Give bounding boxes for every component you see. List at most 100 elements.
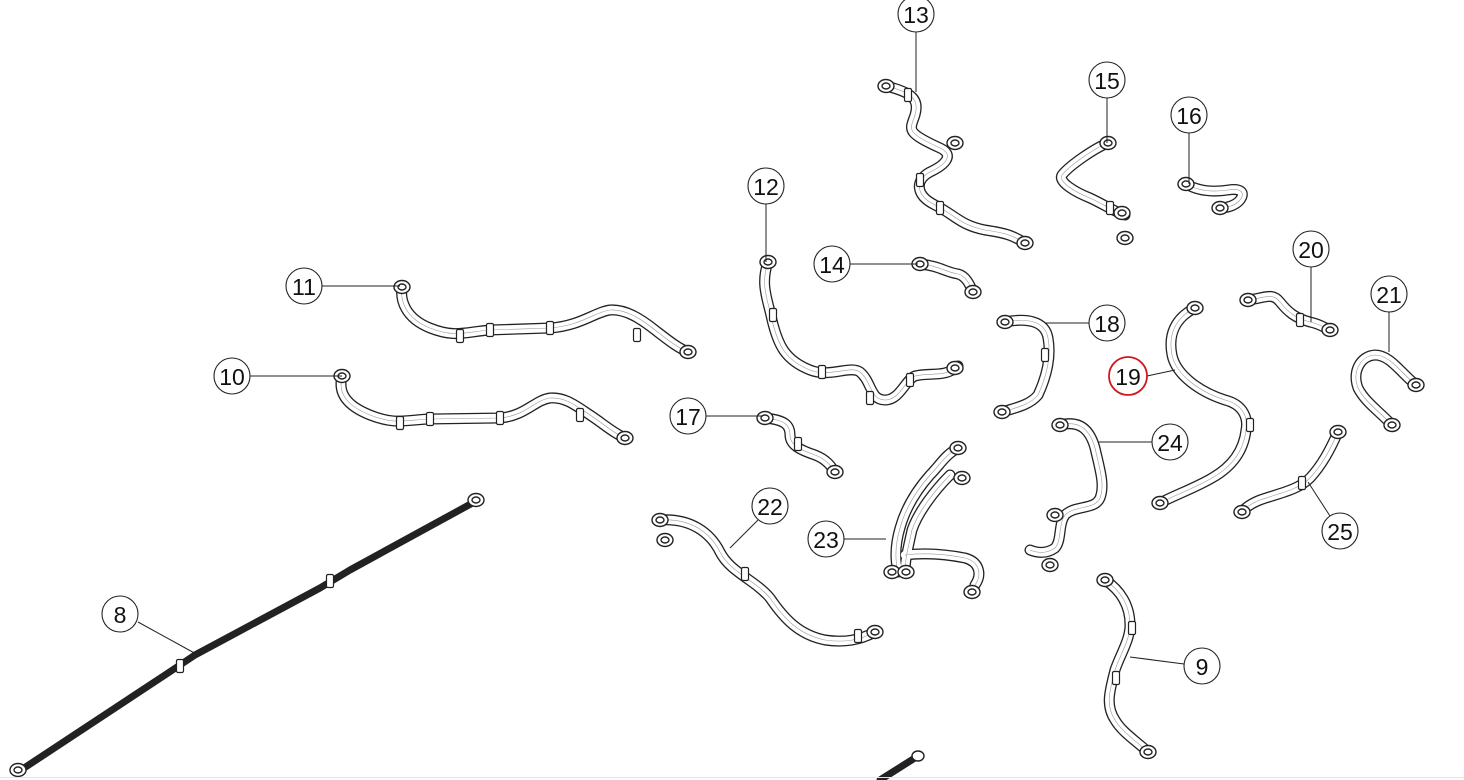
connector-bore — [763, 258, 773, 266]
callout-17[interactable]: 17 — [669, 397, 763, 435]
hose-centerline — [401, 286, 689, 353]
connector-bore — [1120, 234, 1130, 242]
callout-number: 11 — [292, 274, 316, 300]
callout-circle[interactable] — [101, 595, 139, 633]
hose-centerline — [1001, 319, 1050, 413]
hose-centerline — [340, 375, 626, 439]
hose-part-14 — [911, 256, 982, 300]
connector-bore — [1100, 576, 1110, 584]
callout-circle[interactable] — [1088, 304, 1126, 342]
callout-21[interactable]: 21 — [1370, 275, 1408, 352]
hose-part-24 — [1024, 417, 1108, 573]
callout-25[interactable]: 25 — [1307, 481, 1359, 550]
callout-circle[interactable] — [1321, 512, 1359, 550]
callout-23[interactable]: 23 — [807, 520, 886, 558]
callout-16[interactable]: 16 — [1170, 96, 1208, 184]
callout-12[interactable]: 12 — [747, 167, 785, 262]
hose-part-23 — [883, 440, 985, 600]
hose-clip — [425, 411, 435, 427]
hose-part-13 — [877, 78, 1034, 251]
hose-part-19 — [1151, 300, 1255, 511]
hose-fill — [1025, 419, 1107, 557]
connector-bore — [968, 288, 978, 296]
connector-bore — [1387, 421, 1397, 429]
hose-clip — [455, 328, 465, 344]
connector-bore — [1020, 239, 1030, 247]
callout-11[interactable]: 11 — [285, 267, 400, 305]
callout-number: 16 — [1176, 103, 1202, 129]
connector-bore — [660, 536, 670, 544]
callout-circle[interactable] — [1292, 230, 1330, 268]
callout-22[interactable]: 22 — [729, 487, 789, 549]
hose-centerline — [1355, 354, 1417, 426]
connector-bore — [1103, 139, 1113, 147]
callout-9[interactable]: 9 — [1129, 647, 1221, 685]
callout-circle[interactable] — [807, 520, 845, 558]
pipe-fill — [15, 497, 481, 775]
partial-pipe-bottom — [876, 750, 925, 780]
callout-circle[interactable] — [1170, 96, 1208, 134]
hose-fill — [891, 443, 984, 590]
leader-line — [1129, 656, 1185, 665]
callout-14[interactable]: 14 — [813, 245, 918, 283]
connector-bore — [1190, 304, 1200, 312]
hose-part-10 — [333, 368, 634, 446]
hose-clip — [395, 415, 405, 431]
callout-24[interactable]: 24 — [1098, 423, 1189, 461]
connector-bore — [13, 766, 23, 774]
callout-circle[interactable] — [213, 357, 251, 395]
callout-19[interactable]: 19 — [1108, 356, 1176, 396]
connector-bore — [1045, 561, 1055, 569]
hose-clip — [817, 364, 827, 380]
leader-line — [1307, 481, 1331, 517]
callout-8[interactable]: 8 — [101, 595, 199, 656]
hose-clip — [485, 322, 495, 338]
callout-circle-selected[interactable] — [1108, 356, 1148, 396]
callout-circle[interactable] — [813, 245, 851, 283]
callout-circle[interactable] — [1151, 423, 1189, 461]
hose-outline — [996, 314, 1055, 418]
callout-circle[interactable] — [747, 167, 785, 205]
hose-part-22 — [651, 512, 884, 647]
leader-line — [137, 621, 199, 656]
callout-circle[interactable] — [897, 0, 935, 33]
callout-circle[interactable] — [1183, 647, 1221, 685]
callout-15[interactable]: 15 — [1088, 61, 1126, 143]
pipe-outline — [14, 496, 482, 776]
callout-circle[interactable] — [285, 267, 323, 305]
hose-part-25 — [1233, 424, 1347, 520]
callout-circle[interactable] — [751, 487, 789, 525]
hose-fill — [1237, 427, 1343, 517]
hose-part-20 — [1239, 290, 1339, 338]
hose-centerline — [1185, 183, 1243, 209]
hose-fill — [397, 282, 693, 357]
callout-13[interactable]: 13 — [897, 0, 935, 92]
callout-number: 17 — [675, 404, 701, 430]
callout-10[interactable]: 10 — [213, 357, 342, 395]
callout-circle[interactable] — [1088, 61, 1126, 99]
callout-20[interactable]: 20 — [1292, 230, 1330, 322]
connector-bore — [887, 568, 897, 576]
callout-number: 9 — [1196, 654, 1209, 680]
callout-number: 12 — [753, 174, 779, 200]
hose-part-16 — [1177, 176, 1248, 216]
hose-centerline — [1159, 307, 1247, 504]
callout-circle[interactable] — [1370, 275, 1408, 313]
connector-fitting — [911, 750, 925, 762]
callout-18[interactable]: 18 — [1045, 304, 1126, 342]
hose-clip — [768, 307, 778, 323]
connector-bore — [1325, 326, 1335, 334]
callout-circle[interactable] — [669, 397, 707, 435]
hose-clip — [935, 200, 945, 216]
hose-centerline — [885, 85, 1026, 244]
hose-centerline — [1241, 431, 1339, 513]
hose-clip — [545, 320, 555, 336]
hose-part-12 — [759, 254, 964, 406]
connector-bore — [881, 82, 891, 90]
callout-number: 25 — [1327, 519, 1353, 545]
connector-bore — [655, 516, 665, 524]
connector-bore — [471, 496, 481, 504]
connector-bore — [1237, 508, 1247, 516]
hose-clip — [175, 658, 185, 674]
